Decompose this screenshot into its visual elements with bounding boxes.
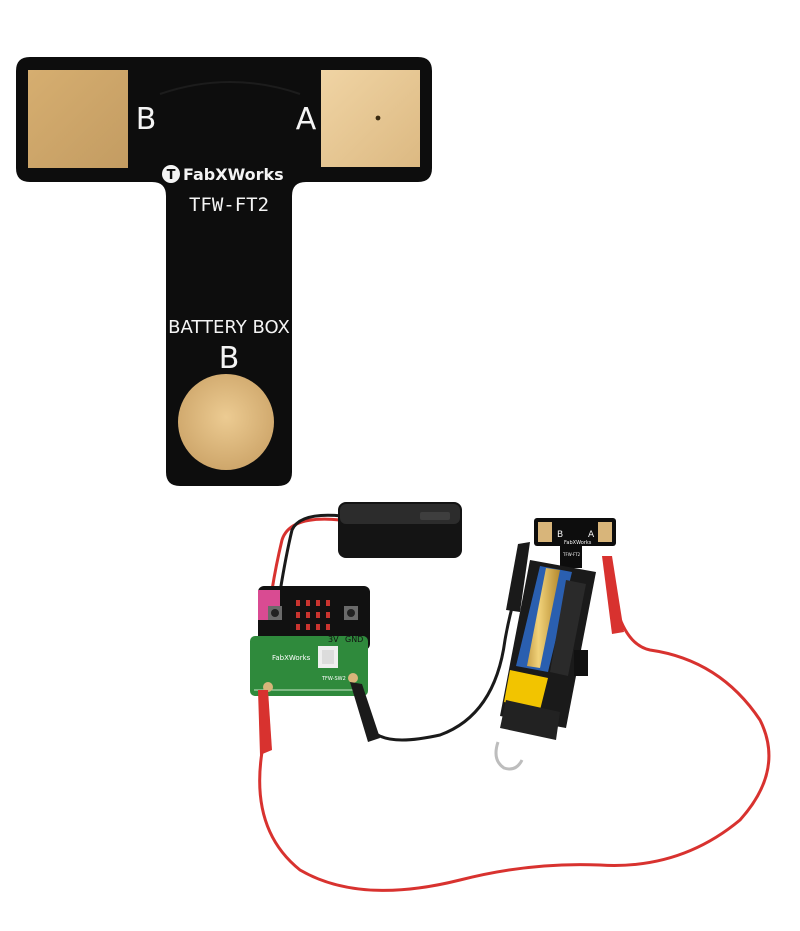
switch-board-gnd-label: GND <box>345 635 363 644</box>
red-alligator-clip-left <box>258 690 272 755</box>
model-number: TFW-FT2 <box>189 194 269 216</box>
battery-touch-pad <box>178 374 274 470</box>
red-alligator-clip-right <box>602 556 624 634</box>
brand-logo-icon <box>162 165 180 183</box>
battery-holder-box <box>338 502 462 558</box>
left-touch-pad <box>28 70 128 168</box>
switch-board-brand: FabXWorks <box>272 654 311 662</box>
right-pad-label: A <box>296 102 317 137</box>
mini-board-model: TFW-FT2 <box>562 552 581 557</box>
mini-board-brand: FabXWorks <box>564 540 592 546</box>
left-pad-label: B <box>136 102 157 137</box>
pad-hole <box>375 115 381 121</box>
mini-t-board: B A FabXWorks TFW-FT2 <box>534 518 616 568</box>
right-touch-pad <box>321 70 420 167</box>
mini-board-left-label: B <box>557 530 563 540</box>
black-alligator-clip-left <box>350 682 380 742</box>
mini-board-right-label: A <box>588 530 595 540</box>
switch-board-model: TFW-SW2 <box>321 676 346 682</box>
microbit-board <box>258 586 370 650</box>
t-shaped-touch-board: B A T FabXWorks TFW-FT2 BATTERY BOX B <box>16 57 432 486</box>
battery-box-chassis <box>494 560 596 771</box>
brand-logo-initial: T <box>167 168 176 183</box>
battery-box-label: BATTERY BOX <box>168 317 290 338</box>
switch-board: FabXWorks TFW-SW2 3V GND <box>250 635 368 696</box>
brand-name: FabXWorks <box>183 165 284 184</box>
battery-pad-label: B <box>219 341 240 376</box>
switch-board-3v-label: 3V <box>328 635 339 644</box>
black-alligator-clip-right <box>506 542 530 612</box>
